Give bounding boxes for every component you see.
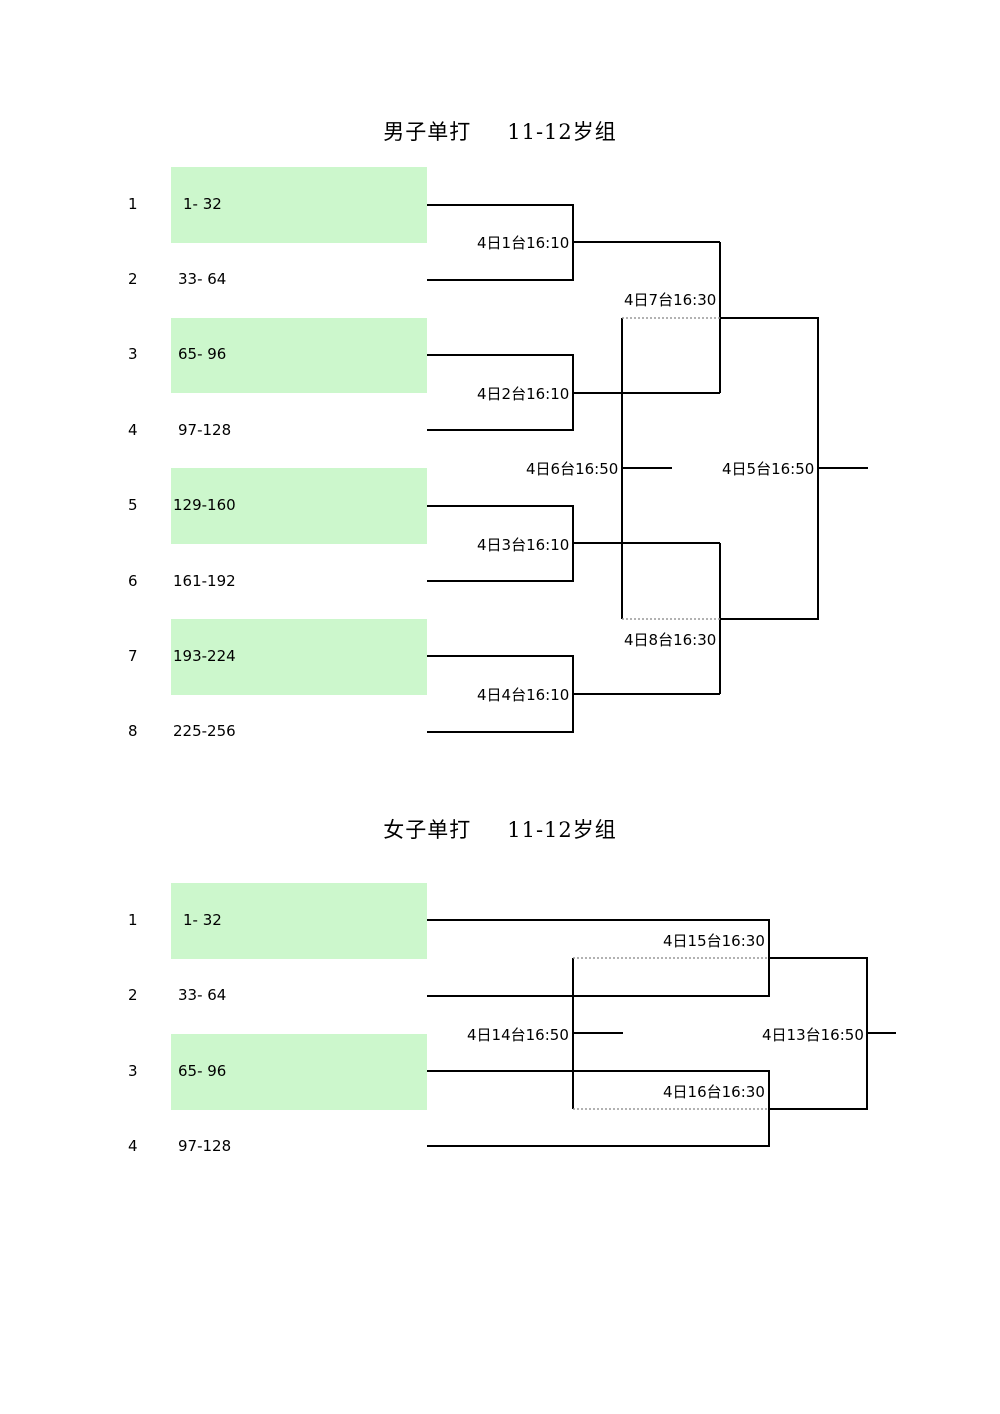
mens-match-label: 4日6台16:50 — [526, 460, 619, 478]
womens-seed-box-1 — [171, 883, 427, 959]
mens-seed-box-3 — [171, 318, 427, 393]
mens-seed-number: 7 — [128, 647, 138, 665]
womens-seed-range: 65- 96 — [178, 1062, 227, 1080]
mens-seed-range: 193-224 — [173, 647, 236, 665]
mens-seed-number: 3 — [128, 345, 138, 363]
mens-match-label: 4日7台16:30 — [624, 291, 717, 309]
mens-bracket-lines — [427, 204, 868, 733]
mens-seed-number: 2 — [128, 270, 138, 288]
mens-seed-number: 1 — [128, 195, 138, 213]
mens-seed-range: 65- 96 — [178, 345, 227, 363]
mens-title-group: 11-12岁组 — [507, 120, 617, 144]
mens-seed-range: 225-256 — [173, 722, 236, 740]
mens-singles-title: 男子单打 11-12岁组 — [0, 116, 1000, 146]
womens-title-event: 女子单打 — [383, 818, 472, 842]
womens-seed-number: 3 — [128, 1062, 138, 1080]
mens-match-label: 4日5台16:50 — [722, 460, 815, 478]
womens-match-label: 4日14台16:50 — [467, 1026, 569, 1044]
mens-match-label: 4日2台16:10 — [477, 385, 570, 403]
womens-seed-range: 33- 64 — [178, 986, 227, 1004]
mens-match-label: 4日4台16:10 — [477, 686, 570, 704]
mens-seed-range: 129-160 — [173, 496, 236, 514]
womens-seed-range: 1- 32 — [183, 911, 222, 929]
mens-match-label: 4日3台16:10 — [477, 536, 570, 554]
womens-seed-box-3 — [171, 1034, 427, 1110]
mens-seed-number: 8 — [128, 722, 138, 740]
womens-seed-number: 1 — [128, 911, 138, 929]
womens-match-label: 4日16台16:30 — [663, 1083, 765, 1101]
womens-seed-number: 4 — [128, 1137, 138, 1155]
mens-match-label: 4日8台16:30 — [624, 631, 717, 649]
mens-seed-range: 161-192 — [173, 572, 236, 590]
mens-seed-number: 5 — [128, 496, 138, 514]
womens-seed-range: 97-128 — [178, 1137, 232, 1155]
mens-seed-range: 97-128 — [178, 421, 232, 439]
mens-title-event: 男子单打 — [383, 120, 472, 144]
mens-seed-box-5 — [171, 468, 427, 544]
womens-match-label: 4日15台16:30 — [663, 932, 765, 950]
mens-match-label: 4日1台16:10 — [477, 234, 570, 252]
mens-seed-box-7 — [171, 619, 427, 695]
mens-seed-box-1 — [171, 167, 427, 243]
mens-seed-range: 33- 64 — [178, 270, 227, 288]
womens-seed-number: 2 — [128, 986, 138, 1004]
womens-title-group: 11-12岁组 — [507, 818, 617, 842]
mens-seed-range: 1- 32 — [183, 195, 222, 213]
womens-match-label: 4日13台16:50 — [762, 1026, 864, 1044]
mens-seed-number: 4 — [128, 421, 138, 439]
mens-seed-number: 6 — [128, 572, 138, 590]
womens-singles-title: 女子单打 11-12岁组 — [0, 814, 1000, 844]
